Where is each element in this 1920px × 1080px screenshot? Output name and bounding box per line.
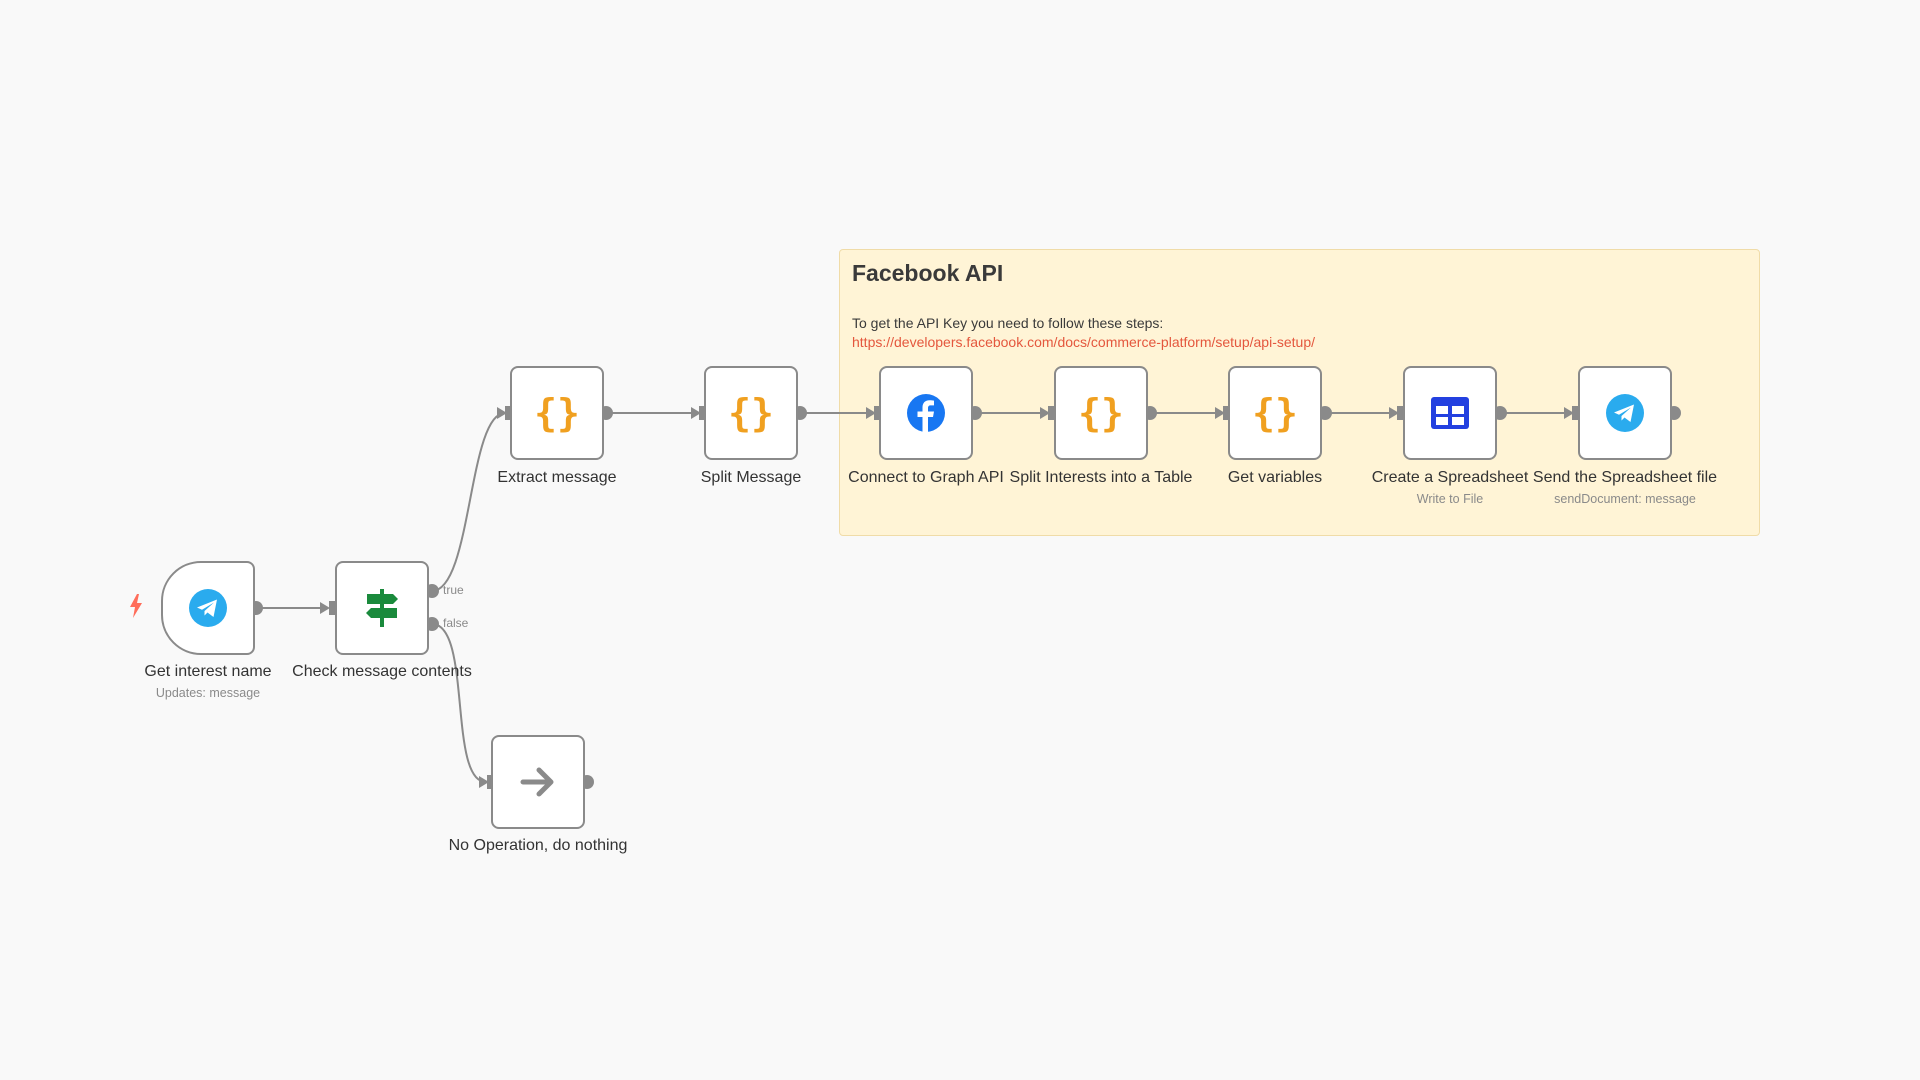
node-get-interest-name[interactable]	[161, 561, 255, 655]
arrowhead	[497, 407, 507, 419]
trigger-bolt-icon	[128, 594, 144, 623]
node-create-spreadsheet[interactable]	[1403, 366, 1497, 460]
node-label: Check message contents	[292, 663, 472, 680]
input-handle	[487, 775, 493, 789]
arrowhead	[866, 407, 876, 419]
arrowhead	[691, 407, 701, 419]
connection-true-to-extract	[431, 412, 506, 592]
node-no-operation[interactable]	[491, 735, 585, 829]
input-handle	[1223, 406, 1229, 420]
input-handle	[699, 406, 705, 420]
code-braces-icon: {}	[728, 391, 774, 435]
node-label: No Operation, do nothing	[448, 837, 628, 854]
node-label: Extract message	[497, 469, 617, 486]
node-split-interests[interactable]: {}	[1054, 366, 1148, 460]
spreadsheet-icon	[1431, 397, 1469, 429]
telegram-icon	[1606, 394, 1644, 432]
input-handle	[874, 406, 880, 420]
node-check-message-contents[interactable]	[335, 561, 429, 655]
code-braces-icon: {}	[1252, 391, 1298, 435]
node-label: Get variables	[1227, 469, 1323, 486]
arrowhead	[1040, 407, 1050, 419]
arrowhead	[320, 602, 330, 614]
sticky-note-title: Facebook API	[852, 260, 1004, 286]
arrowhead	[1564, 407, 1574, 419]
node-sublabel: sendDocument: message	[1554, 492, 1696, 506]
node-label: Connect to Graph API	[848, 469, 1004, 486]
signpost-icon	[366, 589, 398, 627]
facebook-icon	[907, 394, 945, 432]
sticky-note-text: To get the API Key you need to follow th…	[852, 315, 1164, 331]
input-handle	[329, 601, 335, 615]
code-braces-icon: {}	[534, 391, 580, 435]
node-sublabel: Updates: message	[155, 686, 261, 700]
node-sublabel: Write to File	[1416, 492, 1484, 506]
telegram-icon	[189, 589, 227, 627]
node-extract-message[interactable]: {}	[510, 366, 604, 460]
sticky-note-link[interactable]: https://developers.facebook.com/docs/com…	[852, 334, 1315, 350]
node-connect-graph-api[interactable]	[879, 366, 973, 460]
node-split-message[interactable]: {}	[704, 366, 798, 460]
node-label: Create a Spreadsheet	[1371, 469, 1529, 486]
input-handle	[1048, 406, 1054, 420]
arrowhead	[1389, 407, 1399, 419]
input-handle	[505, 406, 511, 420]
input-handle	[1397, 406, 1403, 420]
node-label: Send the Spreadsheet file	[1532, 469, 1718, 486]
node-get-variables[interactable]: {}	[1228, 366, 1322, 460]
arrowhead	[1215, 407, 1225, 419]
node-label: Split Message	[700, 469, 802, 486]
branch-true-label: true	[443, 583, 464, 597]
node-label: Get interest name	[144, 663, 272, 680]
input-handle	[1572, 406, 1578, 420]
arrow-right-icon	[520, 767, 554, 797]
node-label: Split Interests into a Table	[1009, 469, 1193, 486]
node-send-spreadsheet[interactable]	[1578, 366, 1672, 460]
branch-false-label: false	[443, 616, 469, 630]
connection-false-to-noop	[431, 623, 487, 783]
arrowhead	[479, 776, 489, 788]
code-braces-icon: {}	[1078, 391, 1124, 435]
